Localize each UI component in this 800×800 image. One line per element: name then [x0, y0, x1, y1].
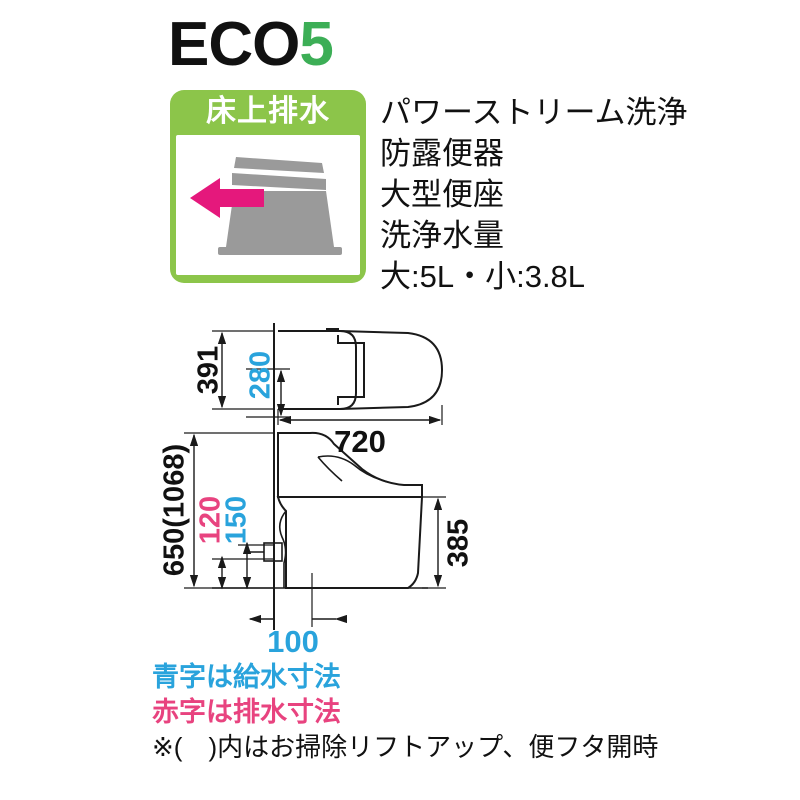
dimension-391: 391	[193, 346, 225, 394]
feature-list: パワーストリーム洗浄 防露便器 大型便座 洗浄水量 大:5L・小:3.8L	[380, 92, 710, 297]
drain-badge-label: 床上排水	[206, 95, 330, 128]
floor-drain-toilet-icon	[176, 135, 360, 275]
note-pink-drain: 赤字は排水寸法	[152, 697, 341, 727]
feature-item: 洗浄水量	[380, 218, 504, 253]
dimension-385: 385	[443, 519, 475, 567]
feature-item: パワーストリーム洗浄	[380, 95, 688, 130]
note-blue-supply: 青字は給水寸法	[152, 662, 341, 692]
eco-title-number: 5	[299, 10, 333, 79]
note-liftup: ※( )内はお掃除リフトアップ、便フタ開時	[152, 732, 659, 762]
dimension-100: 100	[267, 624, 319, 659]
dimension-720: 720	[334, 424, 386, 459]
drain-type-badge: 床上排水	[170, 90, 366, 283]
eco-title-word: ECO	[168, 10, 300, 79]
dimension-650-1068: 650(1068)	[159, 444, 191, 576]
product-title: ECO5	[168, 14, 334, 76]
dimension-280: 280	[245, 351, 277, 399]
dimension-120: 120	[195, 496, 227, 544]
dimension-drawing: 391 280 720 650(1068) 120 150 385 100	[150, 305, 670, 660]
feature-item: 防露便器	[380, 136, 504, 171]
legend-notes: 青字は給水寸法 赤字は排水寸法 ※( )内はお掃除リフトアップ、便フタ開時	[152, 660, 772, 765]
dimension-150: 150	[221, 496, 253, 544]
feature-item: 大型便座	[380, 177, 504, 212]
feature-item: 大:5L・小:3.8L	[380, 259, 586, 294]
